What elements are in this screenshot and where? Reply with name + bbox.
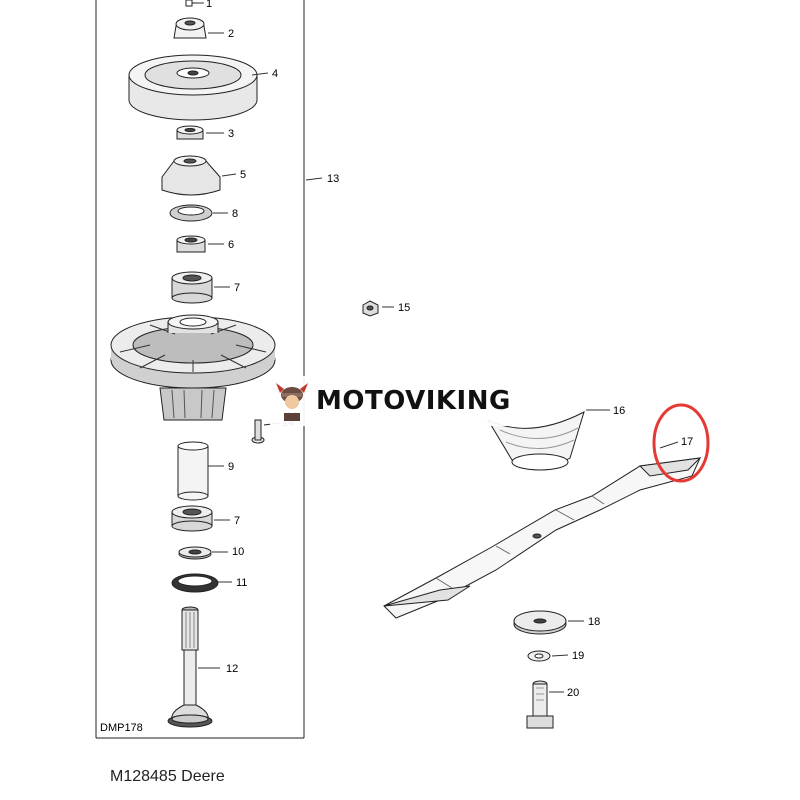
part-5-cone bbox=[161, 155, 221, 196]
callout-11: 11 bbox=[236, 577, 247, 589]
part-8-seal bbox=[169, 204, 213, 222]
callout-20: 20 bbox=[567, 687, 579, 699]
part-6-bushing bbox=[176, 235, 206, 253]
viking-logo-icon bbox=[276, 383, 308, 421]
part-3-bearing bbox=[176, 125, 204, 140]
part-11-seal bbox=[171, 573, 219, 593]
part-7-spacer-upper bbox=[171, 271, 213, 304]
part-16-cup bbox=[486, 411, 585, 471]
part-13-spindle-housing bbox=[110, 314, 276, 421]
highlight-circle bbox=[652, 403, 710, 483]
callout-6: 6 bbox=[228, 239, 234, 251]
part-15-nut bbox=[362, 300, 379, 317]
callout-leaders bbox=[198, 2, 679, 693]
watermark-text: MOTOVIKING bbox=[316, 386, 511, 416]
frame-code: DMP178 bbox=[100, 722, 143, 734]
callout-12: 12 bbox=[226, 663, 238, 675]
callout-13: 13 bbox=[327, 173, 339, 185]
callout-5: 5 bbox=[240, 169, 246, 181]
callout-2: 2 bbox=[228, 28, 234, 40]
part-number-caption: M128485 Deere bbox=[110, 768, 225, 785]
part-9-tube bbox=[177, 441, 209, 501]
part-2-nut bbox=[173, 17, 207, 39]
callout-19: 19 bbox=[572, 650, 584, 662]
callout-9: 9 bbox=[228, 461, 234, 473]
callout-1: 1 bbox=[206, 0, 212, 10]
assembly-frame bbox=[95, 0, 305, 739]
callout-7-upper: 7 bbox=[234, 282, 240, 294]
callout-7-lower: 7 bbox=[234, 515, 240, 527]
watermark: MOTOVIKING bbox=[270, 376, 536, 426]
callout-16: 16 bbox=[613, 405, 625, 417]
callout-labels: 1 2 3 4 5 6 7 8 9 10 11 12 13 14 15 16 1… bbox=[206, 0, 693, 699]
part-1-screw bbox=[185, 0, 200, 7]
callout-4: 4 bbox=[272, 68, 278, 80]
part-4-pulley bbox=[128, 54, 258, 121]
part-18-washer bbox=[513, 610, 567, 635]
callout-15: 15 bbox=[398, 302, 410, 314]
callout-3: 3 bbox=[228, 128, 234, 140]
part-10-bearing bbox=[178, 546, 212, 560]
part-7-spacer-lower bbox=[171, 505, 213, 532]
callout-17: 17 bbox=[681, 436, 693, 448]
part-19-lock-washer bbox=[527, 650, 551, 662]
part-17-blade bbox=[383, 457, 702, 619]
part-12-shaft bbox=[167, 606, 213, 728]
callout-18: 18 bbox=[588, 616, 600, 628]
part-20-bolt bbox=[526, 680, 554, 729]
callout-10: 10 bbox=[232, 546, 244, 558]
callout-8: 8 bbox=[232, 208, 238, 220]
